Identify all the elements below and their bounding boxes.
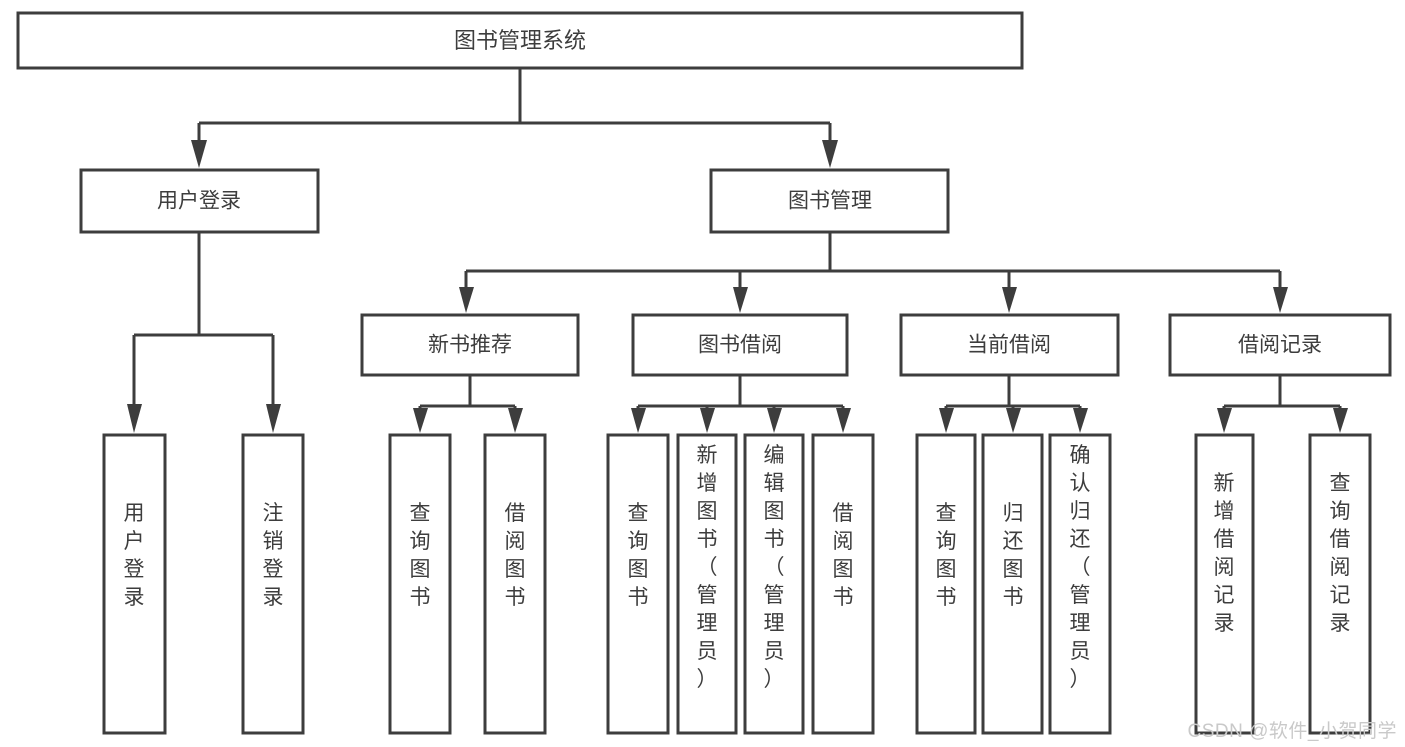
connector-layer xyxy=(127,68,1348,433)
borrow-record-label: 借阅记录 xyxy=(1238,334,1322,357)
arrow-to-leaf-add-record xyxy=(1217,408,1232,433)
leaf-borrow-book-1-box[interactable] xyxy=(483,433,547,735)
leaf-logout-label: 注销登录 xyxy=(263,502,284,609)
node-leaf-logout[interactable]: 注销登录 xyxy=(241,433,305,735)
leaf-user-login-label: 用户登录 xyxy=(124,502,145,609)
borrow-record-box[interactable] xyxy=(1168,313,1392,377)
csdn-watermark: CSDN @软件_小贺同学 xyxy=(1187,721,1397,742)
leaf-user-login-box[interactable] xyxy=(102,433,167,735)
arrow-to-leaf-query-book-3 xyxy=(939,408,954,433)
node-leaf-query-book-3[interactable]: 查询图书 xyxy=(915,433,977,735)
arrow-to-user-login xyxy=(191,140,207,168)
arrow-to-leaf-confirm-return xyxy=(1073,408,1088,433)
node-new-book-rec[interactable]: 新书推荐 xyxy=(360,313,580,377)
arrow-to-leaf-user-login xyxy=(127,404,142,433)
leaf-query-book-1-box[interactable] xyxy=(388,433,452,735)
arrow-to-leaf-add-book xyxy=(700,408,715,433)
leaf-layer: 用户登录 注销登录 查询图书 借阅图书 查询图书 新增图书（管理员） xyxy=(102,433,1372,735)
arrow-to-current-borrow xyxy=(1002,287,1017,313)
arrow-to-leaf-return-book xyxy=(1006,408,1021,433)
leaf-query-record-box[interactable] xyxy=(1308,433,1372,735)
node-leaf-query-book-2[interactable]: 查询图书 xyxy=(606,433,670,735)
leaf-confirm-return-label: 确认归还（管理员） xyxy=(1070,444,1091,691)
node-leaf-query-book-1[interactable]: 查询图书 xyxy=(388,433,452,735)
arrow-to-leaf-query-record xyxy=(1333,408,1348,433)
arrow-to-book-borrow xyxy=(733,287,748,313)
root-box[interactable] xyxy=(16,11,1024,70)
leaf-add-record-label: 新增借阅记录 xyxy=(1214,472,1235,635)
book-borrow-label: 图书借阅 xyxy=(698,334,782,357)
leaf-query-book-1-label: 查询图书 xyxy=(410,502,431,609)
new-book-rec-box[interactable] xyxy=(360,313,580,377)
book-borrow-box[interactable] xyxy=(631,313,849,377)
leaf-query-record-label: 查询借阅记录 xyxy=(1330,472,1351,635)
leaf-query-book-2-label: 查询图书 xyxy=(628,502,649,609)
book-manage-label: 图书管理 xyxy=(788,190,872,213)
leaf-query-book-3-label: 查询图书 xyxy=(936,502,957,609)
leaf-return-book-box[interactable] xyxy=(981,433,1044,735)
node-borrow-record[interactable]: 借阅记录 xyxy=(1168,313,1392,377)
current-borrow-box[interactable] xyxy=(899,313,1120,377)
new-book-rec-label: 新书推荐 xyxy=(428,334,512,357)
node-leaf-query-record[interactable]: 查询借阅记录 xyxy=(1308,433,1372,735)
leaf-add-record-box[interactable] xyxy=(1194,433,1255,735)
node-current-borrow[interactable]: 当前借阅 xyxy=(899,313,1120,377)
arrow-to-leaf-query-book-1 xyxy=(413,408,428,433)
node-leaf-return-book[interactable]: 归还图书 xyxy=(981,433,1044,735)
arrow-to-borrow-record xyxy=(1273,287,1288,313)
leaf-logout-box[interactable] xyxy=(241,433,305,735)
leaf-borrow-book-2-label: 借阅图书 xyxy=(833,502,854,609)
node-leaf-confirm-return[interactable]: 确认归还（管理员） xyxy=(1048,433,1112,735)
book-manage-box[interactable] xyxy=(709,168,950,234)
arrow-to-leaf-edit-book xyxy=(767,408,782,433)
root-label: 图书管理系统 xyxy=(454,28,586,53)
node-leaf-borrow-book-1[interactable]: 借阅图书 xyxy=(483,433,547,735)
arrow-to-new-book-rec xyxy=(459,287,474,313)
leaf-confirm-return-box[interactable] xyxy=(1048,433,1112,735)
node-leaf-edit-book[interactable]: 编辑图书（管理员） xyxy=(743,433,805,735)
node-leaf-add-book[interactable]: 新增图书（管理员） xyxy=(676,433,738,735)
current-borrow-label: 当前借阅 xyxy=(967,334,1051,357)
node-leaf-user-login[interactable]: 用户登录 xyxy=(102,433,167,735)
node-book-manage[interactable]: 图书管理 xyxy=(709,168,950,234)
leaf-return-book-label: 归还图书 xyxy=(1003,502,1024,609)
node-book-borrow[interactable]: 图书借阅 xyxy=(631,313,849,377)
arrow-to-leaf-query-book-2 xyxy=(631,408,646,433)
arrow-to-leaf-borrow-book-1 xyxy=(508,408,523,433)
leaf-add-book-label: 新增图书（管理员） xyxy=(697,444,718,691)
leaf-add-book-box[interactable] xyxy=(676,433,738,735)
user-login-label: 用户登录 xyxy=(157,190,241,213)
leaf-borrow-book-1-label: 借阅图书 xyxy=(505,502,526,609)
leaf-edit-book-box[interactable] xyxy=(743,433,805,735)
leaf-query-book-2-box[interactable] xyxy=(606,433,670,735)
node-leaf-add-record[interactable]: 新增借阅记录 xyxy=(1194,433,1255,735)
leaf-edit-book-label: 编辑图书（管理员） xyxy=(764,444,785,691)
arrow-to-leaf-logout xyxy=(266,404,281,433)
arrow-to-book-manage xyxy=(822,140,838,168)
arrow-to-leaf-borrow-book-2 xyxy=(836,408,851,433)
user-login-box[interactable] xyxy=(79,168,320,234)
node-user-login[interactable]: 用户登录 xyxy=(79,168,320,234)
leaf-query-book-3-box[interactable] xyxy=(915,433,977,735)
leaf-borrow-book-2-box[interactable] xyxy=(811,433,875,735)
node-root[interactable]: 图书管理系统 xyxy=(16,11,1024,70)
node-leaf-borrow-book-2[interactable]: 借阅图书 xyxy=(811,433,875,735)
